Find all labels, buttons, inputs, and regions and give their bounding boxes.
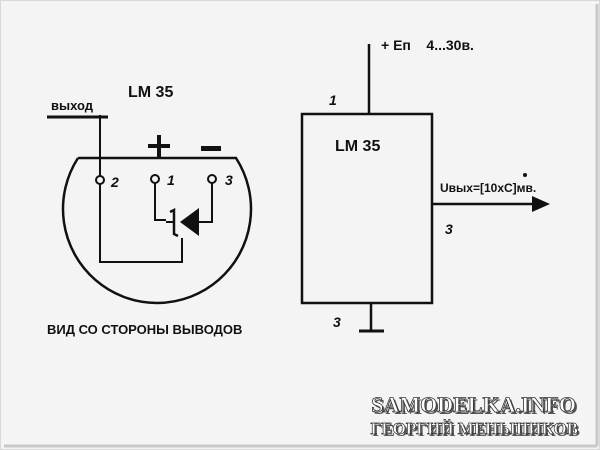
zener-diode-icon — [166, 207, 199, 238]
pin-number-2: 2 — [110, 174, 119, 190]
pin-number-output: 3 — [445, 221, 453, 237]
block-diagram: + Еп 4...30в. 1 LM 35 Uвых=[10xC]мв. 3 3 — [300, 37, 550, 333]
pin-number-bottom: 3 — [333, 314, 341, 330]
watermark-author: ГЕОРГИЙ МЕНЬШИКОВ — [371, 419, 578, 438]
lm35-block — [300, 112, 434, 305]
pin-wires — [99, 115, 213, 263]
watermark: SAMODELKA.INFO SAMODELKA.INFO ГЕОРГИЙ МЕ… — [370, 392, 580, 440]
pinout-caption: ВИД СО СТОРОНЫ ВЫВОДОВ — [47, 322, 242, 337]
watermark-site: SAMODELKA.INFO — [371, 392, 576, 417]
supply-voltage-label: + Еп 4...30в. — [381, 37, 474, 53]
pin-hole-2 — [95, 175, 105, 185]
pin-number-1: 1 — [167, 172, 175, 188]
watermark-site-shadow: SAMODELKA.INFO — [373, 394, 578, 419]
plus-sign — [148, 135, 170, 157]
output-formula: Uвых=[10xC]мв. — [440, 181, 536, 195]
package-pinout-view: LM 35 выход 2 1 3 ВИД СО — [47, 84, 253, 337]
left-chip-label: LM 35 — [128, 84, 173, 101]
watermark-author-shadow: ГЕОРГИЙ МЕНЬШИКОВ — [373, 421, 580, 440]
output-label: выход — [51, 98, 94, 113]
output-arrow-icon — [532, 196, 550, 212]
pin-hole-1 — [150, 174, 160, 184]
minus-sign — [201, 146, 221, 151]
degree-mark — [523, 173, 527, 177]
block-chip-label: LM 35 — [335, 138, 380, 155]
to92-package-outline — [61, 156, 253, 305]
pin-number-3: 3 — [225, 172, 233, 188]
pin-hole-3 — [207, 174, 217, 184]
pin-number-top: 1 — [329, 92, 337, 108]
